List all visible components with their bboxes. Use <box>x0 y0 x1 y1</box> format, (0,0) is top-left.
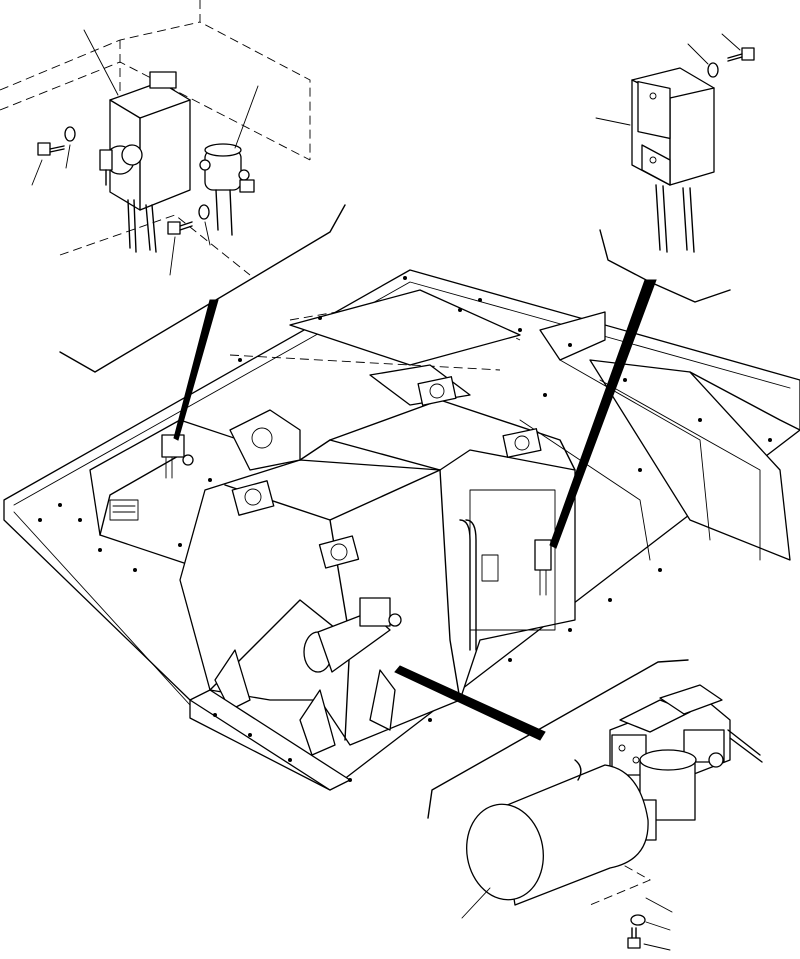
frame-pump-unit <box>303 597 402 673</box>
frame-switch-box <box>161 434 194 479</box>
upper-right-callout <box>595 33 755 303</box>
lower-right-callout <box>427 659 763 951</box>
upper-left-callout <box>0 0 346 373</box>
frame-control-module <box>534 539 552 596</box>
